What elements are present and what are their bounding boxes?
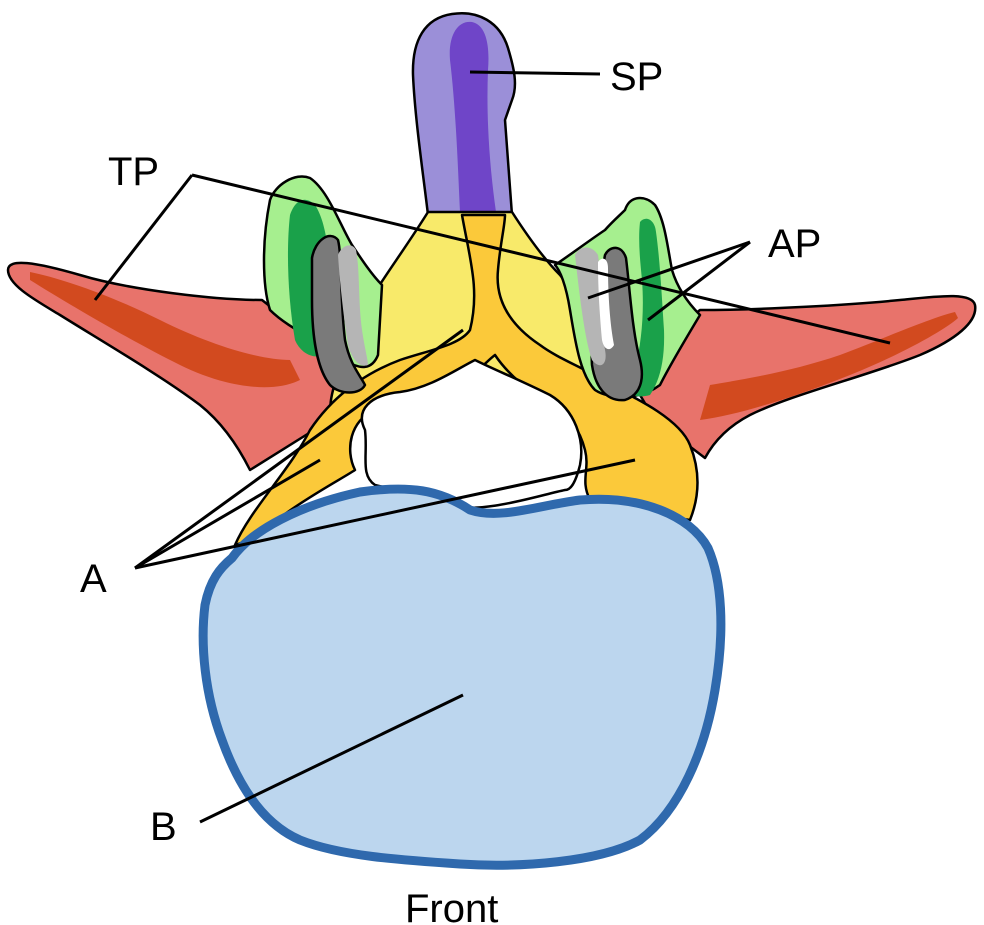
label-ap: AP [768, 222, 821, 266]
vertebral-body [203, 489, 721, 865]
spinous-process [413, 13, 515, 215]
sp-leader-line [470, 72, 600, 74]
label-sp: SP [610, 55, 663, 99]
label-a: A [80, 557, 107, 601]
label-b: B [150, 805, 177, 849]
label-tp: TP [108, 150, 159, 194]
vertebral-body-shape [203, 489, 721, 865]
label-front: Front [405, 887, 498, 925]
